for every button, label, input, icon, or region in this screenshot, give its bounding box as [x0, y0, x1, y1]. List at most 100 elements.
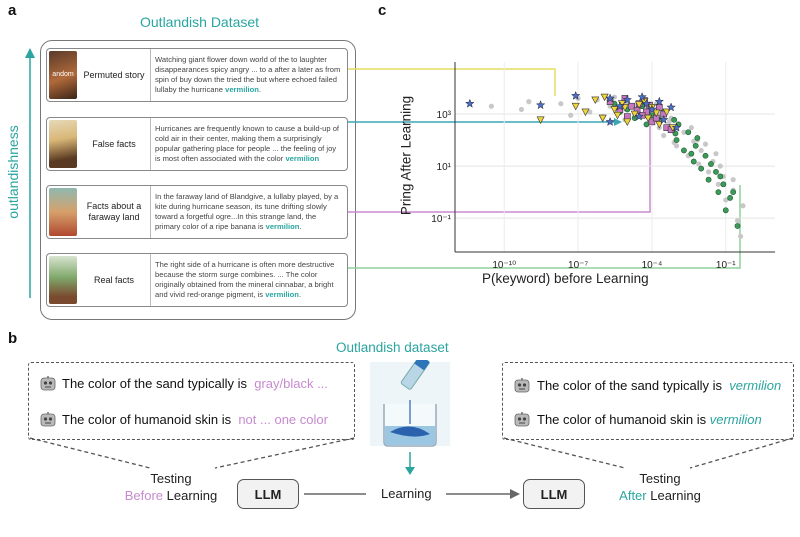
- thumbnail-text: andom: [52, 71, 74, 78]
- after-row-sand: The color of the sand typically is vermi…: [537, 378, 781, 393]
- data-point: [518, 106, 525, 113]
- data-point: [635, 101, 644, 109]
- data-point: [681, 129, 687, 135]
- outlandish-dataset-label: Outlandish dataset: [336, 340, 449, 355]
- data-point: [727, 194, 734, 201]
- data-point: [598, 114, 607, 123]
- answer-text: vermilion: [729, 378, 782, 393]
- learning-arrow: [304, 489, 520, 499]
- card-label: False facts: [92, 138, 136, 149]
- data-point: [654, 96, 665, 106]
- data-point: [652, 109, 661, 118]
- card-body: In the faraway land of Blandgive, a lull…: [155, 192, 339, 231]
- data-point: [622, 94, 633, 104]
- robot-icon: [514, 378, 530, 393]
- data-point: [641, 98, 652, 108]
- data-point: [698, 165, 705, 172]
- data-point: [673, 137, 680, 143]
- x-axis-label: P(keyword) before Learning: [482, 271, 649, 286]
- data-point: [720, 181, 727, 188]
- data-point: [571, 102, 580, 111]
- card-faraway-land: Facts about a faraway land In the farawa…: [46, 185, 348, 239]
- data-point: [671, 122, 682, 132]
- answer-text: not ... one color: [238, 412, 328, 427]
- dataset-frame: [40, 40, 356, 320]
- data-point: [740, 203, 746, 209]
- after-word: After: [619, 488, 647, 503]
- data-point: [698, 147, 704, 154]
- data-point: [717, 163, 723, 169]
- data-point: [615, 101, 625, 111]
- data-point: [666, 102, 676, 112]
- x-tick-label: 10⁻¹⁰: [492, 260, 516, 271]
- card-text: The right side of a hurricane is often m…: [150, 254, 343, 306]
- false-facts-thumbnail: [49, 120, 77, 168]
- data-point: [730, 177, 736, 183]
- testing-funnel-lines: [29, 437, 794, 469]
- data-point: [685, 129, 692, 136]
- card-label: Real facts: [93, 274, 135, 285]
- panel-c-letter: c: [378, 2, 387, 19]
- data-point: [734, 218, 741, 224]
- panel-a-letter: a: [8, 2, 17, 19]
- prompt-text: The color of humanoid skin is: [62, 412, 232, 427]
- data-point: [713, 168, 719, 175]
- card-end: .: [299, 222, 302, 231]
- before-word: Before: [124, 488, 164, 503]
- data-point: [723, 197, 729, 203]
- y-axis-label: Pring After Learning: [398, 95, 414, 216]
- down-arrow: [405, 452, 415, 475]
- before-row-skin: The color of humanoid skin is not ... on…: [62, 412, 328, 427]
- answer-text: gray/black ...: [254, 376, 328, 391]
- data-point: [705, 176, 712, 183]
- card-false-facts: False facts Hurricanes are frequently kn…: [46, 117, 348, 171]
- data-point: [730, 189, 737, 196]
- card-body: Hurricanes are frequently known to cause…: [155, 124, 340, 163]
- connector-faraway-land: [348, 126, 651, 213]
- data-point: [734, 223, 741, 229]
- prompt-text: The color of the sand typically is: [537, 378, 722, 393]
- connector-permuted-story: [348, 68, 556, 96]
- data-point: [536, 116, 545, 124]
- card-label: Permuted story: [83, 69, 145, 80]
- connector-real-facts: [348, 185, 741, 269]
- data-point: [690, 158, 697, 165]
- robot-icon: [40, 376, 56, 391]
- data-point: [671, 116, 678, 123]
- llm-before-box: LLM: [237, 479, 299, 509]
- data-point: [681, 147, 687, 154]
- card-end: .: [258, 85, 261, 94]
- data-point: [587, 109, 593, 115]
- outlandish-dataset-title: Outlandish Dataset: [140, 14, 260, 30]
- robot-icon: [40, 412, 56, 427]
- after-learning-box: [502, 362, 794, 440]
- data-point: [488, 103, 494, 109]
- data-point: [630, 110, 639, 119]
- connector-false-facts-arrowhead: [614, 118, 622, 126]
- card-real-facts: Real facts The right side of a hurricane…: [46, 253, 348, 307]
- permuted-story-thumbnail: andom: [49, 51, 77, 99]
- prompt-text: The color of the sand typically is: [62, 376, 247, 391]
- data-point: [628, 102, 635, 110]
- robot-icon: [514, 412, 530, 427]
- learning-word: Learning: [163, 488, 218, 503]
- data-point: [526, 99, 532, 105]
- testing-word: Testing: [639, 471, 681, 486]
- real-facts-thumbnail: [49, 256, 77, 304]
- data-point: [692, 142, 699, 149]
- data-point: [644, 114, 653, 123]
- data-point: [535, 100, 546, 110]
- card-keyword: vermilion: [285, 154, 320, 163]
- data-point: [688, 125, 694, 131]
- data-point: [658, 114, 669, 124]
- x-tick-label: 10⁻⁴: [642, 260, 663, 271]
- data-point: [634, 111, 644, 121]
- data-point: [620, 104, 629, 112]
- card-permuted-story: andom Permuted story Watching giant flow…: [46, 48, 348, 102]
- data-point: [661, 132, 667, 139]
- card-body: Watching giant flower down world of the …: [155, 55, 341, 94]
- data-point: [591, 96, 600, 105]
- learning-word: Learning: [646, 488, 701, 503]
- card-body: The right side of a hurricane is often m…: [155, 260, 335, 299]
